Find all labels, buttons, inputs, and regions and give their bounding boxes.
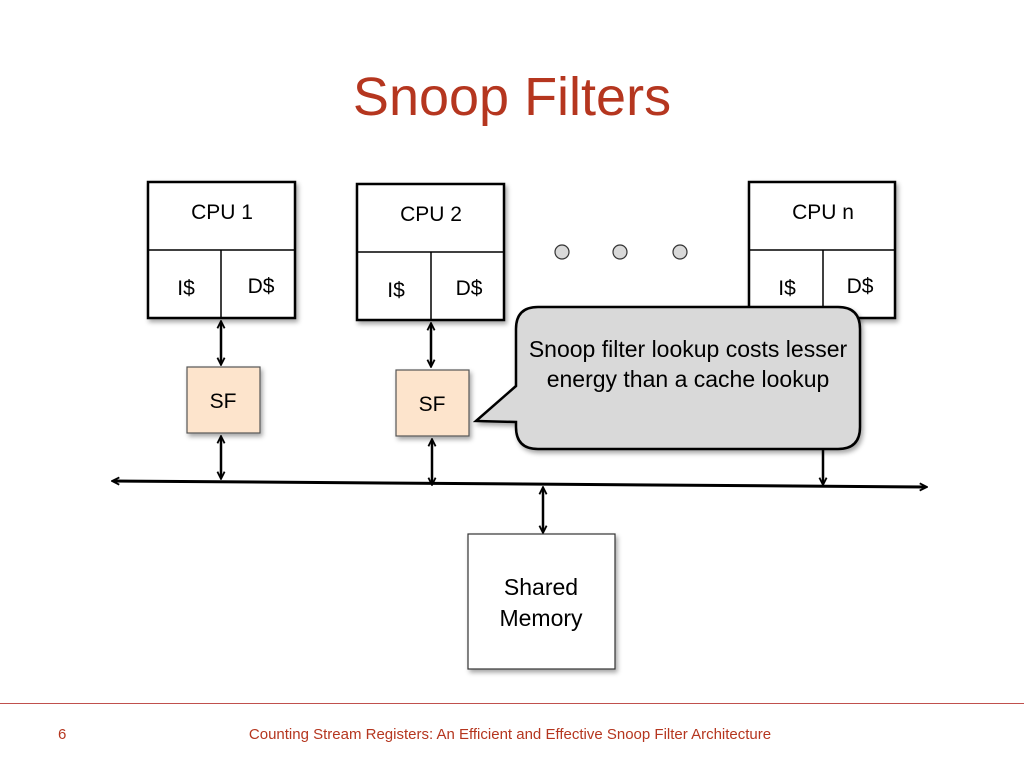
- cpu-2-icache-label: I$: [387, 279, 405, 302]
- cpu-block-1: [146, 180, 297, 320]
- shared-memory-label-line1: Shared: [504, 574, 578, 600]
- system-bus: [113, 481, 926, 487]
- snoop-filter-1-box: [186, 366, 261, 434]
- cpu-block-2: [355, 182, 506, 322]
- callout-bubble: [472, 305, 862, 451]
- ellipsis-dots: [554, 244, 688, 260]
- cpu-n-dcache-label: D$: [847, 275, 874, 298]
- slide-title: Snoop Filters: [352, 67, 672, 127]
- footer-divider: [0, 703, 1024, 704]
- cpu-block-n: [747, 180, 897, 320]
- callout-text: Snoop filter lookup costs lesser energy …: [528, 336, 848, 392]
- shared-memory-box: [467, 533, 616, 670]
- cpu-1-label: CPU 1: [191, 201, 253, 224]
- snoop-filter-2-label: SF: [419, 393, 446, 416]
- cpu-1-icache-label: I$: [177, 277, 195, 300]
- cpu-n-icache-label: I$: [778, 277, 796, 300]
- cpu-n-label: CPU n: [792, 201, 854, 224]
- cpu-2-dcache-label: D$: [456, 277, 483, 300]
- snoop-filter-2-box: [395, 369, 470, 437]
- cpu-1-dcache-label: D$: [248, 275, 275, 298]
- shared-memory-label-line2: Memory: [499, 605, 583, 631]
- cpu-2-label: CPU 2: [400, 203, 462, 226]
- footer-page-number: 6: [58, 726, 67, 743]
- footer-title: Counting Stream Registers: An Efficient …: [248, 726, 772, 743]
- snoop-filter-1-label: SF: [210, 390, 237, 413]
